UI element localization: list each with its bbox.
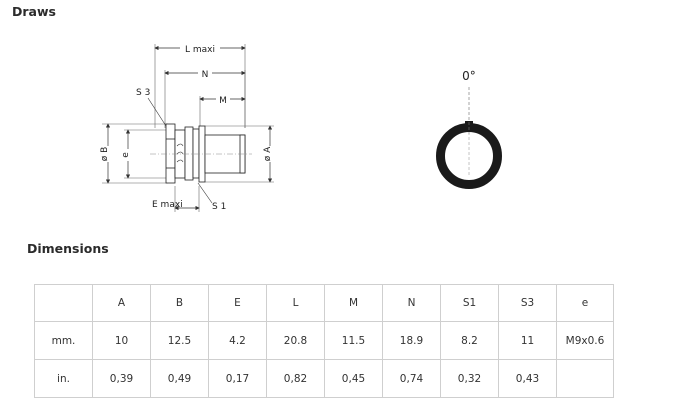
dim-s1: S 1 [197,182,226,212]
table-cell: 4.2 [208,321,267,360]
label-s1: S 1 [212,202,226,212]
label-s3: S 3 [136,88,150,98]
table-cell [556,359,614,398]
table-cell: 0,74 [382,359,441,398]
table-cell: 20.8 [266,321,325,360]
table-cell: 18.9 [382,321,441,360]
header-cell [34,284,93,322]
header-cell: M [324,284,383,322]
dim-m: M [199,93,246,106]
header-cell: E [208,284,267,322]
table-header-row: A B E L M N S1 S3 e [34,284,614,322]
table-cell: 0,45 [324,359,383,398]
table-cell: mm. [34,321,93,360]
dim-b: ø B [100,123,114,184]
dim-s3: S 3 [136,88,167,127]
connector-drawing: L maxi N M S 3 ø B e ø A E maxi [100,42,502,212]
label-dia-b: ø B [100,147,110,162]
table-cell: 11.5 [324,321,383,360]
label-e-maxi: E maxi [152,200,183,210]
table-cell: 0,82 [266,359,325,398]
header-cell: L [266,284,325,322]
table-cell: 0,17 [208,359,267,398]
table-cell: 11 [498,321,557,360]
label-m: M [219,96,227,106]
table-cell: 0,32 [440,359,499,398]
label-n: N [202,70,209,80]
dimensions-table: A B E L M N S1 S3 e mm. 10 12.5 4.2 20.8… [34,284,614,398]
table-cell: in. [34,359,93,398]
dimensions-heading: Dimensions [27,241,109,256]
table-cell: 0,49 [150,359,209,398]
header-cell: N [382,284,441,322]
table-cell: M9x0.6 [556,321,614,360]
table-cell: 8.2 [440,321,499,360]
table-row: in. 0,39 0,49 0,17 0,82 0,45 0,74 0,32 0… [34,359,614,398]
label-dia-a: ø A [263,146,273,161]
header-cell: S1 [440,284,499,322]
header-cell: e [556,284,614,322]
draws-heading: Draws [12,4,56,19]
table-cell: 0,43 [498,359,557,398]
header-cell: A [92,284,151,322]
table-cell: 12.5 [150,321,209,360]
header-cell: B [150,284,209,322]
header-cell: S3 [498,284,557,322]
keying-ring: 0° [436,69,502,189]
dim-a: ø A [263,125,277,183]
dim-n: N [164,67,246,80]
dim-l-maxi: L maxi [154,42,246,55]
dim-e: e [121,129,134,179]
label-l-maxi: L maxi [185,45,215,55]
connector-body [150,123,252,184]
angle-label: 0° [462,69,476,83]
table-cell: 10 [92,321,151,360]
table-cell: 0,39 [92,359,151,398]
dim-e-maxi: E maxi [152,200,200,211]
label-e: e [121,152,131,158]
table-row: mm. 10 12.5 4.2 20.8 11.5 18.9 8.2 11 M9… [34,321,614,360]
